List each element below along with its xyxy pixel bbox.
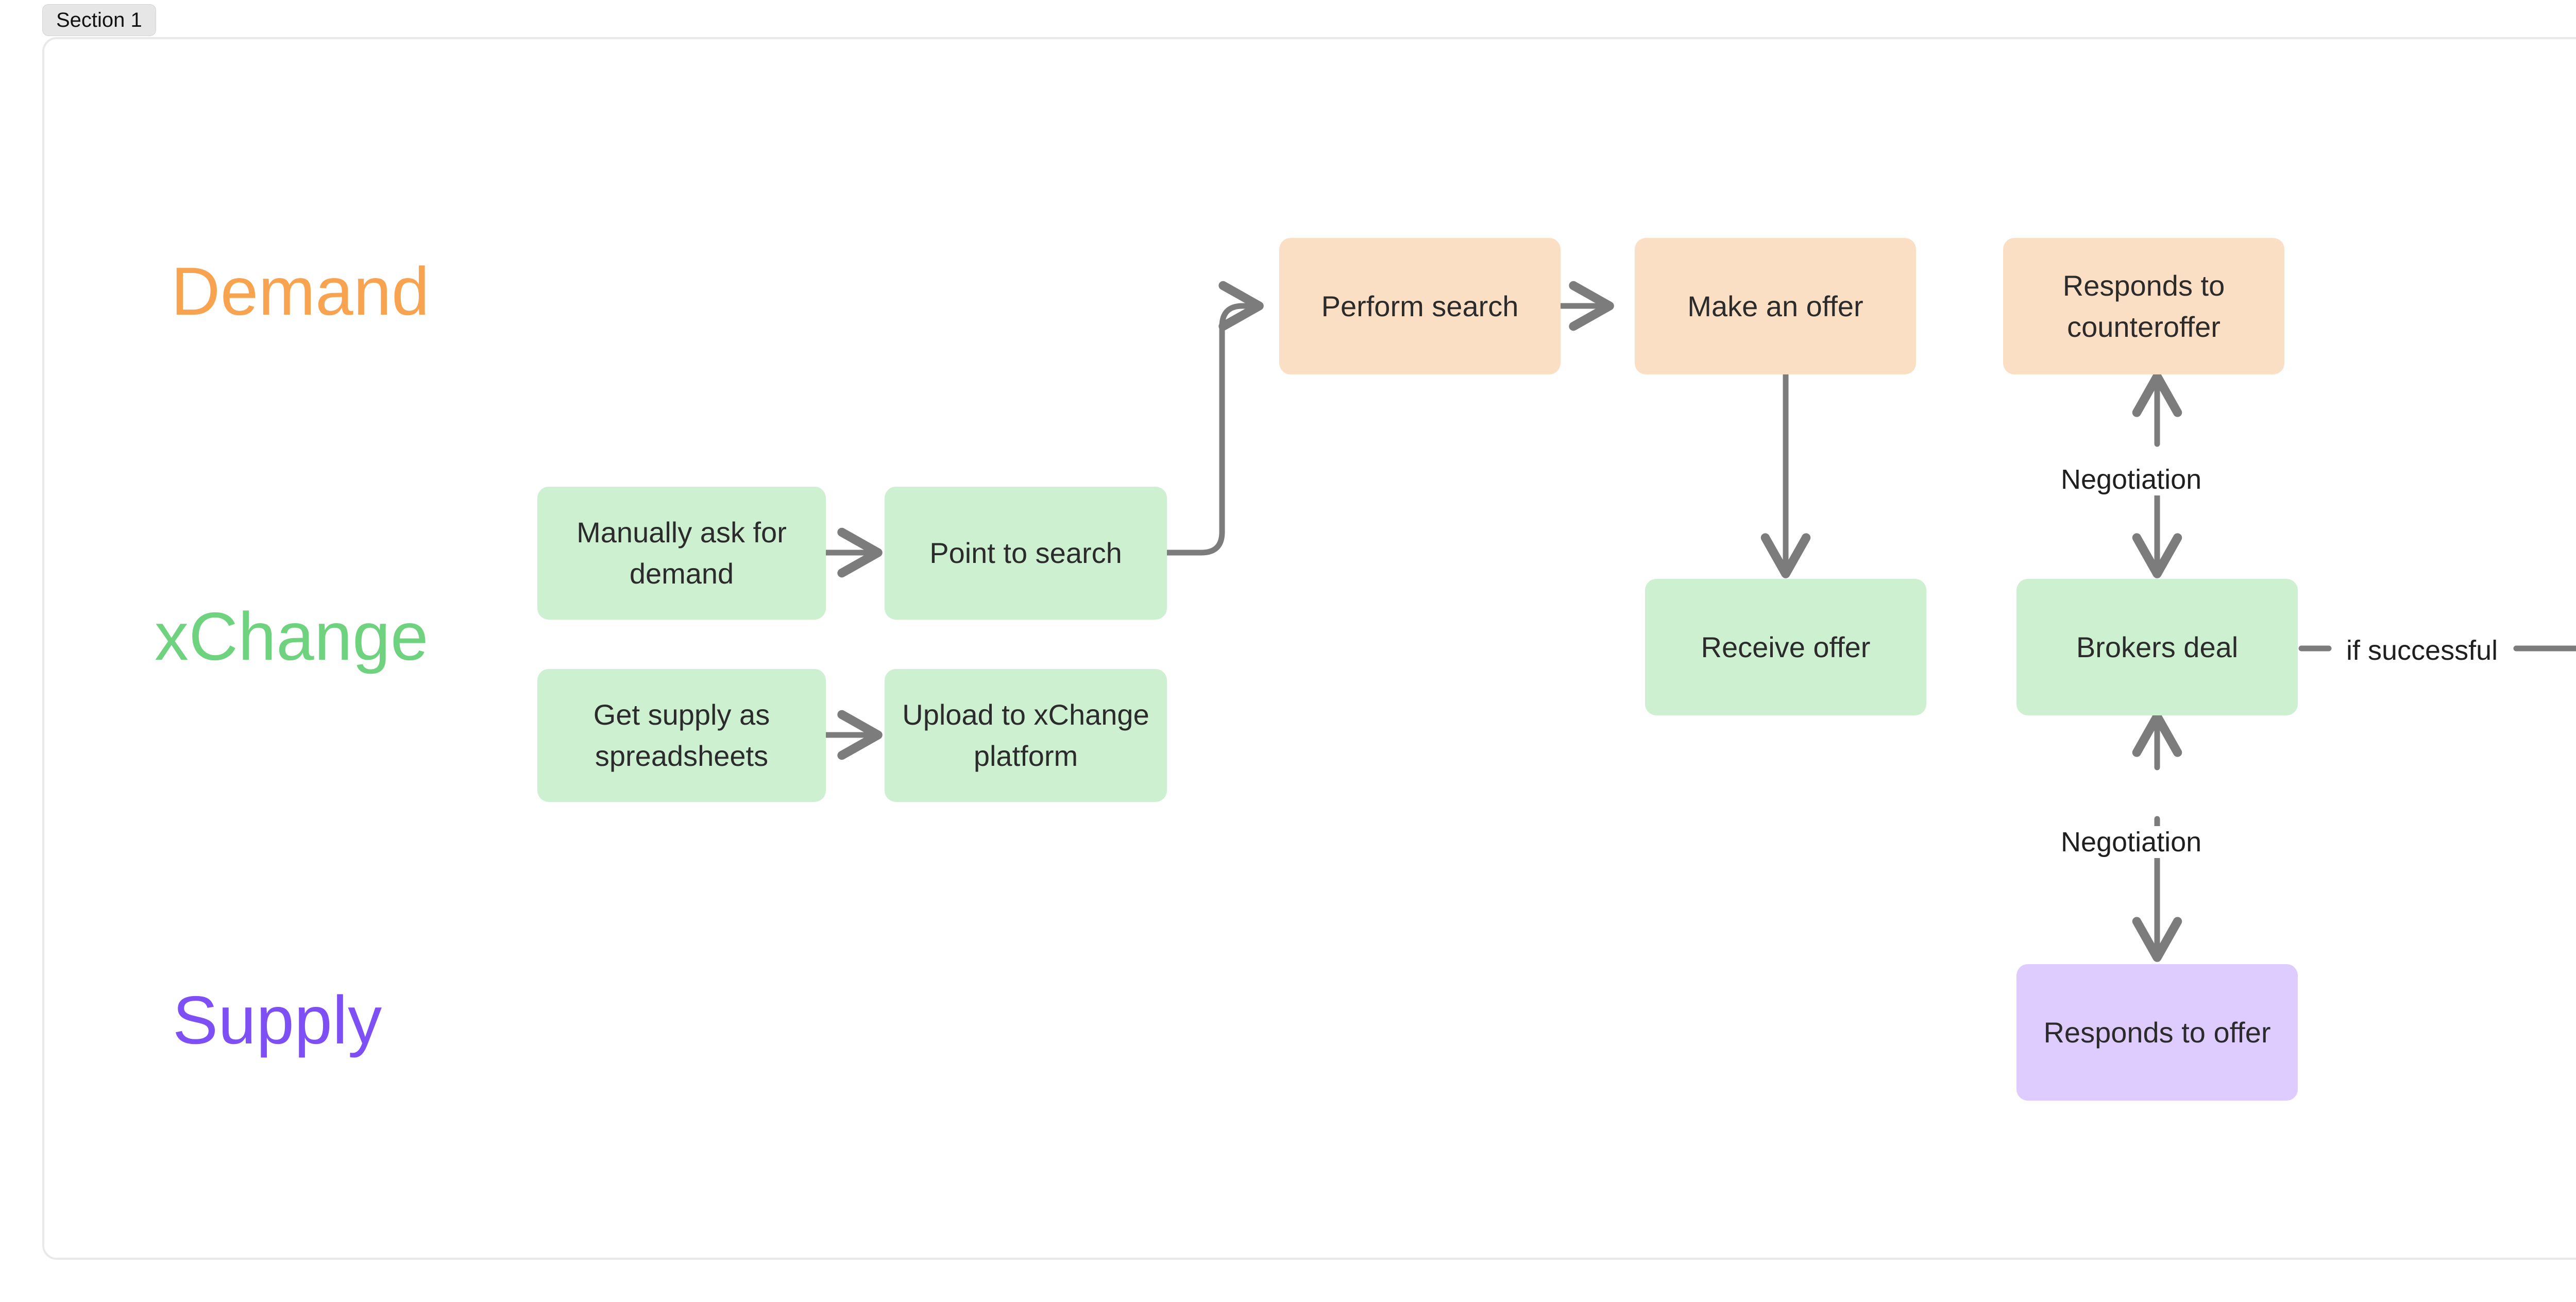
node-label: Receive offer <box>1701 630 1871 663</box>
node-label: Get supply as spreadsheets <box>593 698 770 772</box>
section-tab[interactable]: Section 1 <box>42 4 156 36</box>
node-perform-search[interactable]: Perform search <box>1279 238 1561 374</box>
node-label: Point to search <box>929 537 1122 570</box>
node-point-to-search[interactable]: Point to search <box>885 487 1167 620</box>
node-label: Upload to xChange platform <box>902 698 1149 772</box>
lane-label-supply: Supply <box>173 982 382 1058</box>
node-label: Brokers deal <box>2076 630 2239 663</box>
node-make-an-offer[interactable]: Make an offer <box>1635 238 1916 374</box>
edge-label-negotiation-bottom: Negotiation <box>2056 826 2207 858</box>
node-responds-to-counteroffer[interactable]: Responds to counteroffer <box>2003 238 2284 374</box>
node-label: Responds to offer <box>2043 1016 2271 1049</box>
node-get-supply-as-spreadsheets[interactable]: Get supply as spreadsheets <box>537 669 826 802</box>
node-label: Make an offer <box>1687 289 1863 322</box>
lane-label-xchange: xChange <box>155 598 429 674</box>
node-brokers-deal[interactable]: Brokers deal <box>2016 579 2298 715</box>
node-label: Responds to counteroffer <box>2062 269 2225 343</box>
node-label: Perform search <box>1321 289 1519 322</box>
node-manually-ask-for-demand[interactable]: Manually ask for demand <box>537 487 826 620</box>
lane-label-demand: Demand <box>171 253 430 329</box>
edge-label-if-successful: if successful <box>2341 635 2503 666</box>
node-responds-to-offer[interactable]: Responds to offer <box>2016 964 2298 1101</box>
node-receive-offer[interactable]: Receive offer <box>1645 579 1926 715</box>
edge-label-negotiation-top: Negotiation <box>2056 464 2207 495</box>
node-upload-to-xchange-platform[interactable]: Upload to xChange platform <box>885 669 1167 802</box>
node-label: Manually ask for demand <box>577 516 787 590</box>
